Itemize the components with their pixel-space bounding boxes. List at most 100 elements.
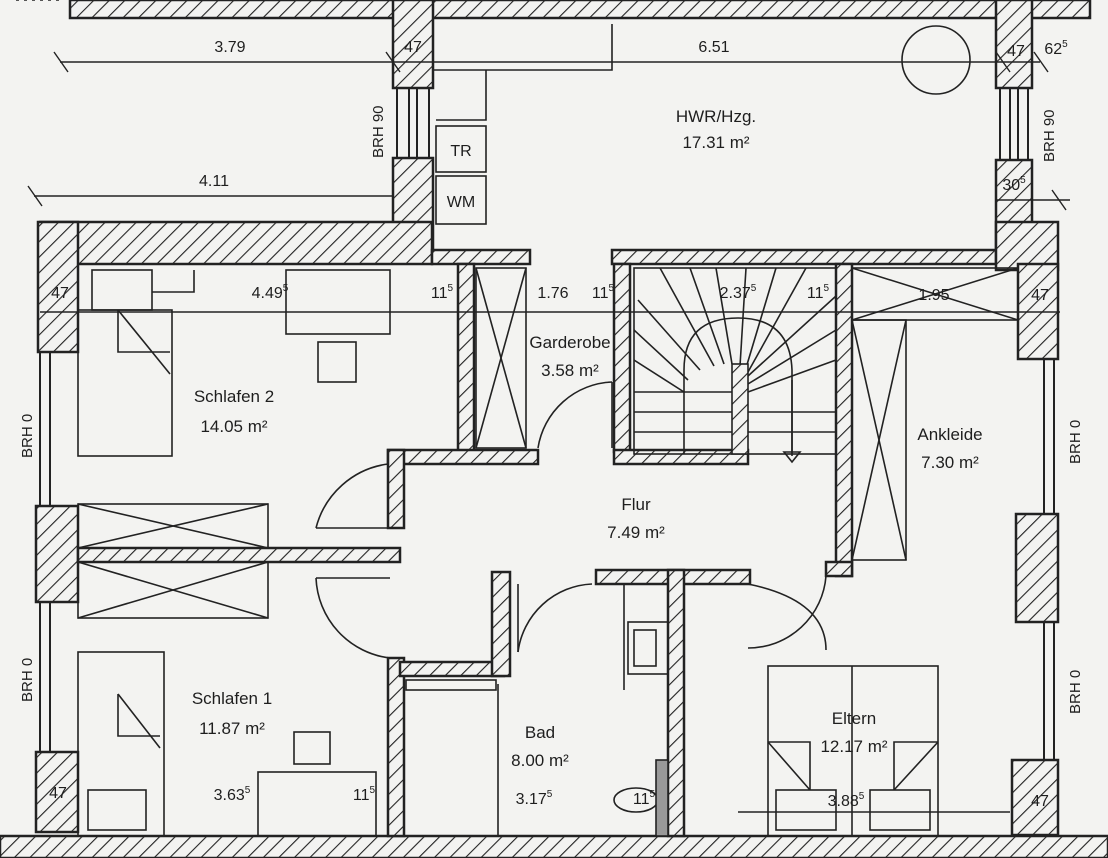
room-name-garderobe: Garderobe	[529, 333, 610, 352]
wall-flur-top-left	[386, 448, 540, 466]
room-name-eltern: Eltern	[832, 709, 876, 728]
wall-bad-top	[398, 660, 506, 678]
wall-flur-left-lower	[386, 656, 406, 838]
door-schlafen1	[315, 577, 391, 659]
dim-30: 305	[1002, 175, 1026, 194]
dim-363: 3.635	[214, 785, 251, 804]
wall-hwr-right	[994, 0, 1034, 90]
dim-411: 4.11	[199, 173, 229, 190]
room-area-ankleide: 7.30 m²	[921, 453, 979, 472]
chair-schlafen2	[317, 341, 357, 383]
windows	[39, 87, 1055, 761]
bathtub	[405, 679, 497, 691]
bed-schlafen2	[77, 309, 173, 457]
dim-62: 625	[1044, 39, 1068, 58]
window-hwr-left	[396, 87, 430, 159]
dim-11b: 115	[592, 283, 615, 302]
label-brh0-left-lower: BRH 0	[19, 658, 36, 702]
wall-north-mid	[430, 248, 532, 266]
dim-651: 6.51	[698, 39, 729, 56]
wardrobe-upper	[77, 503, 269, 549]
room-name-schlafen2: Schlafen 2	[194, 387, 274, 406]
wall-west-lower	[34, 750, 80, 834]
label-brh90-left: BRH 90	[370, 105, 387, 158]
dim-388: 3.885	[828, 791, 865, 810]
door-garderobe	[537, 381, 613, 449]
room-area-schlafen2: 14.05 m²	[200, 417, 267, 436]
label-brh90-right: BRH 90	[1041, 109, 1058, 162]
window-west-lower	[39, 601, 51, 753]
dim-379: 3.79	[214, 39, 245, 56]
dim-11a: 115	[431, 283, 454, 302]
wall-hwr-left	[391, 0, 435, 90]
wardrobe-garderobe	[475, 267, 527, 449]
wall-west-pier	[34, 504, 80, 604]
label-brh0-left-upper: BRH 0	[19, 414, 36, 458]
label-brh0-right-upper: BRH 0	[1067, 420, 1084, 464]
wall-north-mid2	[610, 248, 998, 266]
wall-south	[0, 834, 1108, 858]
window-hwr-right	[999, 87, 1029, 161]
wall-west-upper	[36, 220, 80, 354]
wall-east-pier	[1014, 512, 1060, 624]
wall-bad-right	[666, 568, 686, 838]
dim-47-botright: 47	[1031, 793, 1049, 810]
desk-schlafen1	[257, 771, 377, 837]
dim-11c: 115	[807, 283, 830, 302]
chair-schlafen1	[293, 731, 331, 765]
dim-47-top: 47	[404, 39, 422, 56]
dim-47-right: 47	[1031, 287, 1049, 304]
window-west-upper	[39, 351, 51, 507]
wall-top-strip	[68, 0, 1092, 20]
hwr-counter	[433, 24, 613, 71]
room-area-garderobe: 3.58 m²	[541, 361, 599, 380]
label-brh0-right-lower: BRH 0	[1067, 670, 1084, 714]
dim-47-topright: 47	[1007, 43, 1025, 60]
window-east-upper	[1043, 358, 1055, 515]
wall-bed-partition	[76, 546, 402, 564]
boiler-circle	[901, 25, 971, 95]
wall-garderobe-left	[456, 262, 476, 454]
room-area-flur: 7.49 m²	[607, 523, 665, 542]
dim-11d: 115	[353, 785, 376, 804]
dryer-box	[435, 125, 487, 173]
bed-schlafen1	[77, 651, 165, 837]
door-bad	[517, 583, 593, 653]
label-wm: WM	[447, 194, 475, 211]
door-schlafen2	[315, 463, 389, 529]
wall-bad-left-stub	[490, 570, 512, 678]
wall-north-left	[38, 220, 434, 266]
wall-north-right	[994, 220, 1060, 272]
dimension-lines	[16, 0, 1070, 313]
wall-stair-right	[834, 262, 854, 578]
dim-47-botleft: 47	[49, 785, 67, 802]
dim-195: 1.95	[918, 287, 949, 304]
room-area-schlafen1: 11.87 m²	[199, 719, 265, 738]
dim-237: 2.375	[720, 283, 757, 302]
bed-eltern	[767, 665, 939, 837]
room-area-hwr: 17.31 m²	[682, 133, 749, 152]
wall-ankleide-bottom	[824, 560, 854, 578]
room-area-bad: 8.00 m²	[511, 751, 569, 770]
room-name-schlafen1: Schlafen 1	[192, 689, 272, 708]
wardrobe-lower	[77, 561, 269, 619]
dim-47-left: 47	[51, 285, 69, 302]
room-name-ankleide: Ankleide	[917, 425, 982, 444]
room-name-bad: Bad	[525, 723, 555, 742]
sink	[627, 621, 669, 675]
room-name-hwr: HWR/Hzg.	[676, 107, 756, 126]
wall-garderobe-right	[612, 262, 632, 454]
dim-317: 3.175	[516, 789, 553, 808]
wall-flur-left-upper	[386, 448, 406, 530]
room-name-flur: Flur	[621, 495, 651, 514]
door-eltern	[747, 583, 827, 651]
room-area-eltern: 12.17 m²	[820, 737, 887, 756]
desk-schlafen2	[285, 269, 391, 335]
dim-449: 4.495	[252, 283, 289, 302]
dim-11e: 115	[633, 789, 656, 808]
washer-box	[435, 175, 487, 225]
label-tr: TR	[450, 143, 471, 160]
furniture	[77, 24, 1019, 837]
